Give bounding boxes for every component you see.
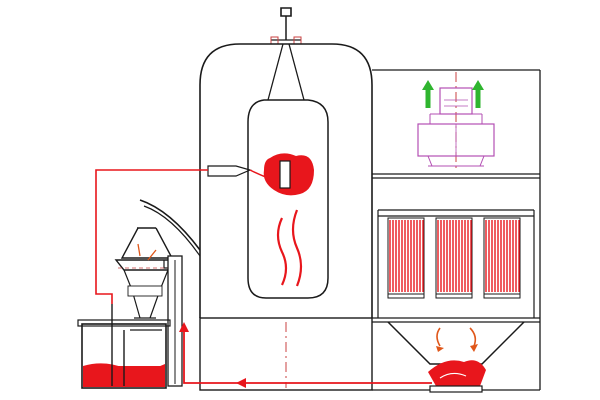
spray-gun <box>207 165 269 179</box>
cartridge-filter-module <box>387 217 521 299</box>
airflow-up-arrow-icon <box>472 80 484 108</box>
powder-return-duct <box>179 322 432 388</box>
collection-funnel <box>387 321 525 393</box>
exhaust-airflow-arrows <box>422 80 484 108</box>
workpiece <box>247 99 329 299</box>
airflow-up-arrow-icon <box>422 80 434 108</box>
powder-feed-hose <box>95 169 208 304</box>
cartridge-filter <box>387 217 425 299</box>
conveyor-hanger <box>267 7 305 101</box>
exhaust-fan <box>417 87 495 167</box>
fresh-powder-hopper <box>77 304 171 389</box>
spray-booth <box>199 43 373 391</box>
cyclone-recovery-unit <box>114 199 201 331</box>
cyclone-support-frame <box>167 255 183 387</box>
cartridge-filter <box>483 217 521 299</box>
cartridge-filter <box>435 217 473 299</box>
